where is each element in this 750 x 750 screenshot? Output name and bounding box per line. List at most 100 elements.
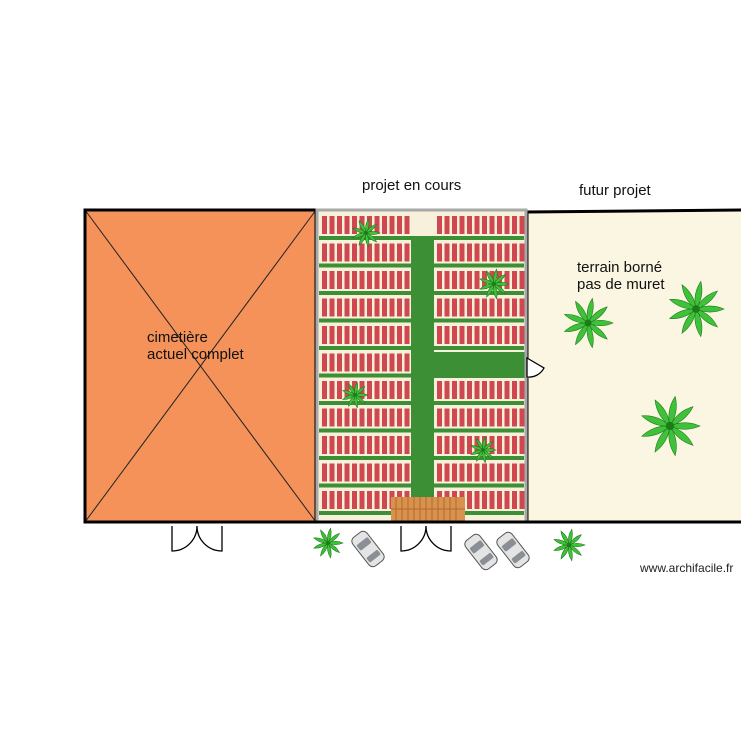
grave-plot: [437, 408, 442, 427]
grave-plot: [374, 491, 380, 509]
grave-plot: [329, 408, 335, 427]
grave-plot: [389, 216, 395, 234]
grave-plot: [322, 463, 327, 482]
grave-plot: [352, 408, 357, 427]
grave-plot: [459, 463, 465, 482]
grave-plot: [322, 491, 327, 509]
grave-plot: [474, 326, 480, 344]
grave-plot: [467, 216, 472, 234]
grave-plot: [519, 271, 525, 289]
grave-plot: [352, 216, 357, 234]
grave-plot: [322, 353, 327, 372]
grave-plot: [497, 436, 502, 454]
grave-plot: [474, 463, 480, 482]
grave-plot: [489, 436, 495, 454]
palm-tree-icon: [479, 268, 510, 300]
palm-tree-icon: [668, 280, 725, 338]
entrance-stairs: [391, 497, 465, 522]
grave-plot: [337, 491, 342, 509]
grave-plot: [367, 271, 372, 289]
grave-plot: [374, 381, 380, 399]
grave-plot: [382, 216, 387, 234]
future-land-label-line2: pas de muret: [577, 275, 665, 293]
grave-plot: [519, 436, 525, 454]
grave-plot: [459, 243, 465, 262]
grave-plot: [519, 491, 525, 509]
grave-plot: [382, 243, 387, 262]
future-project-title: futur projet: [579, 182, 651, 199]
grave-plot: [397, 381, 402, 399]
grave-plot: [382, 408, 387, 427]
grave-plot: [359, 243, 365, 262]
grave-plot: [459, 436, 465, 454]
grave-plot: [329, 381, 335, 399]
grave-plot: [489, 326, 495, 344]
grave-plot: [359, 408, 365, 427]
grave-plot: [452, 408, 457, 427]
grave-plot: [322, 216, 327, 234]
grave-plot: [322, 408, 327, 427]
grave-plot: [322, 436, 327, 454]
grave-plot: [389, 463, 395, 482]
grave-plot: [504, 271, 510, 289]
grave-plot: [397, 271, 402, 289]
grave-plot: [467, 463, 472, 482]
current-cemetery-label-line2: actuel complet: [147, 345, 244, 363]
grave-plot: [437, 216, 442, 234]
grave-plot: [367, 353, 372, 372]
grave-plot: [359, 463, 365, 482]
palm-tree-icon: [470, 436, 497, 464]
grave-plot: [482, 463, 487, 482]
grave-plot: [397, 436, 402, 454]
grave-plot: [367, 381, 372, 399]
grave-plot: [497, 381, 502, 399]
left-zone: [83, 208, 318, 524]
grave-plot: [482, 243, 487, 262]
grave-plot: [344, 463, 350, 482]
grave-plot: [512, 243, 517, 262]
grave-plot: [467, 436, 472, 454]
grave-plot: [389, 298, 395, 317]
door-icon: [400, 525, 452, 552]
grave-plot: [337, 326, 342, 344]
palm-tree-icon: [342, 381, 369, 409]
grave-plot: [337, 408, 342, 427]
grave-plot: [467, 381, 472, 399]
grave-plot: [374, 298, 380, 317]
palm-tree-icon: [641, 395, 701, 457]
grave-plot: [459, 326, 465, 344]
grave-plot: [404, 353, 410, 372]
grave-plot: [459, 298, 465, 317]
grave-plot: [437, 243, 442, 262]
grave-plot: [337, 381, 342, 399]
grave-plot: [519, 298, 525, 317]
grave-plot: [497, 491, 502, 509]
grave-plot: [337, 243, 342, 262]
grave-plot: [389, 436, 395, 454]
grave-plot: [374, 216, 380, 234]
grave-plot: [474, 298, 480, 317]
palm-tree-icon: [352, 218, 381, 248]
grave-plot: [359, 353, 365, 372]
grave-plot: [437, 463, 442, 482]
grave-plot: [359, 326, 365, 344]
grave-plot: [444, 298, 450, 317]
grave-plot: [512, 326, 517, 344]
grave-plot: [482, 298, 487, 317]
grave-plot: [382, 381, 387, 399]
grave-plot: [474, 216, 480, 234]
grave-plot: [329, 216, 335, 234]
green-strip: [319, 236, 524, 240]
grave-plot: [352, 463, 357, 482]
grave-plot: [329, 491, 335, 509]
grave-plot: [489, 243, 495, 262]
grave-plot: [512, 436, 517, 454]
grave-plot: [374, 353, 380, 372]
future-land-label-line1: terrain borné: [577, 259, 663, 276]
grave-plot: [452, 271, 457, 289]
grave-plot: [382, 298, 387, 317]
grave-plot: [374, 408, 380, 427]
middle-zone: [315, 208, 528, 524]
grave-plot: [467, 298, 472, 317]
grave-plot: [329, 298, 335, 317]
